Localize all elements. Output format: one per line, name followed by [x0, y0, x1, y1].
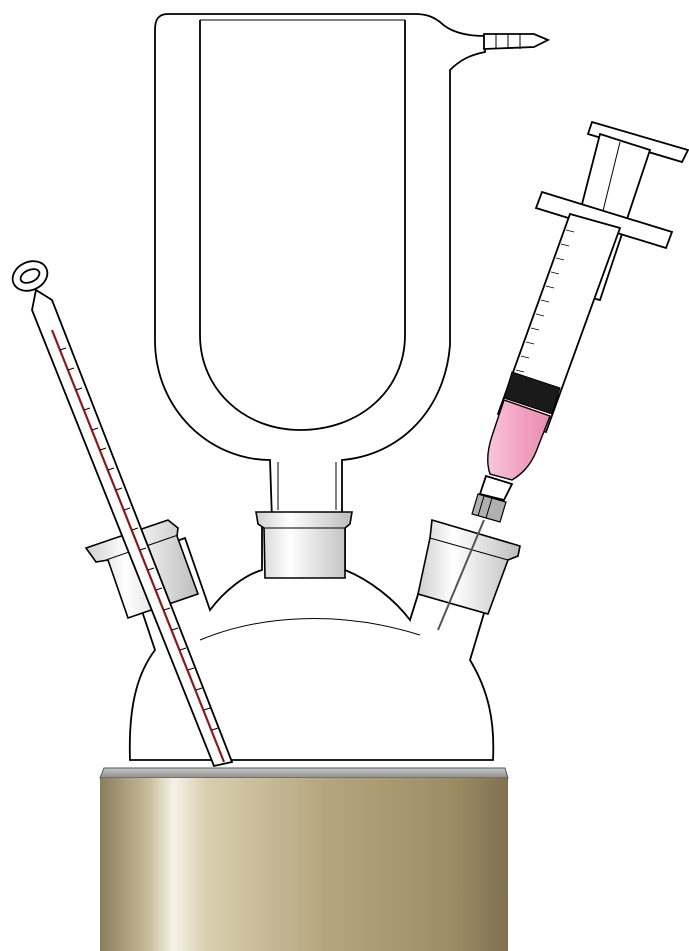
- hose-barb: [484, 34, 548, 49]
- heating-mantle: [100, 768, 508, 951]
- center-joint-stopper: [256, 512, 352, 578]
